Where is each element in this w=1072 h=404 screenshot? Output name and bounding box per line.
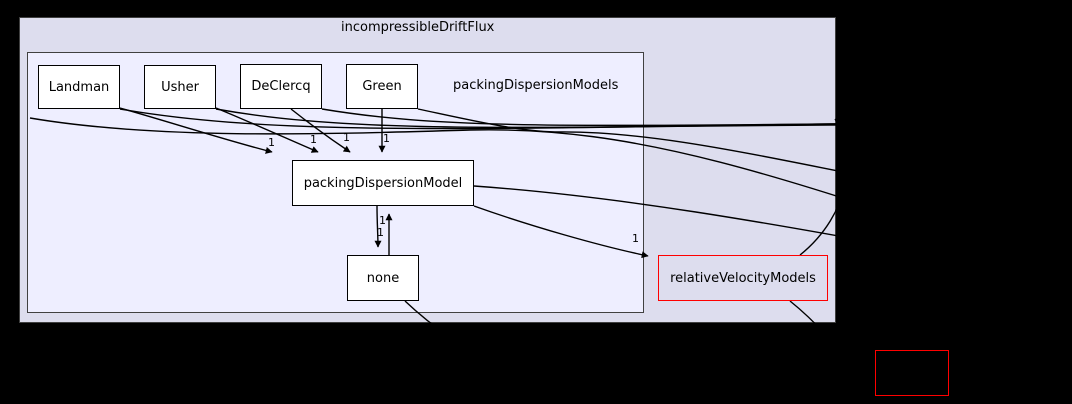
edge-label-model-to-relativevelocity: 1 (632, 232, 639, 245)
edge-packingdispersionmodel-to-none (374, 205, 382, 248)
edge-packingdispersionmodel-to-relativevelocitymodels (473, 205, 649, 259)
edge-usher-to-packingdispersionmodel (215, 107, 319, 153)
node-packingdispersionmodel[interactable]: packingDispersionModel (292, 160, 474, 206)
node-green[interactable]: Green (346, 64, 418, 109)
node-relativevelocitymodels[interactable]: relativeVelocityModels (658, 255, 828, 301)
node-none[interactable]: none (347, 255, 419, 301)
edge-label-none-to-model: 1 (377, 226, 384, 239)
node-clipped-red-box[interactable] (875, 350, 949, 396)
node-usher[interactable]: Usher (144, 65, 216, 109)
node-landman[interactable]: Landman (38, 65, 120, 109)
cluster-label-packingdispersionmodels: packingDispersionModels (453, 78, 619, 93)
edge-none-outbound (404, 300, 561, 404)
edge-relativevelocity-outbound (789, 300, 881, 404)
edge-landman-to-packingdispersionmodel (119, 107, 273, 154)
edge-label-green-to-model: 1 (383, 132, 390, 145)
edge-cluster-outbound-1 (29, 117, 1072, 276)
edge-packingdispersionmodel-outbound (473, 185, 1072, 281)
edge-relativevelocity-inbound-top (799, 118, 849, 256)
edge-declercq-to-packingdispersionmodel (290, 108, 351, 153)
edge-green-outbound (417, 108, 1072, 211)
edge-label-usher-to-model: 1 (310, 133, 317, 146)
edge-label-model-to-none: 1 (379, 214, 386, 227)
edge-declercq-outbound (321, 108, 1072, 127)
cluster-label-incompressibledriftflux: incompressibleDriftFlux (341, 20, 495, 35)
edge-label-landman-to-model: 1 (268, 136, 275, 149)
edge-label-declercq-to-model: 1 (343, 131, 350, 144)
node-declercq[interactable]: DeClercq (240, 64, 322, 109)
